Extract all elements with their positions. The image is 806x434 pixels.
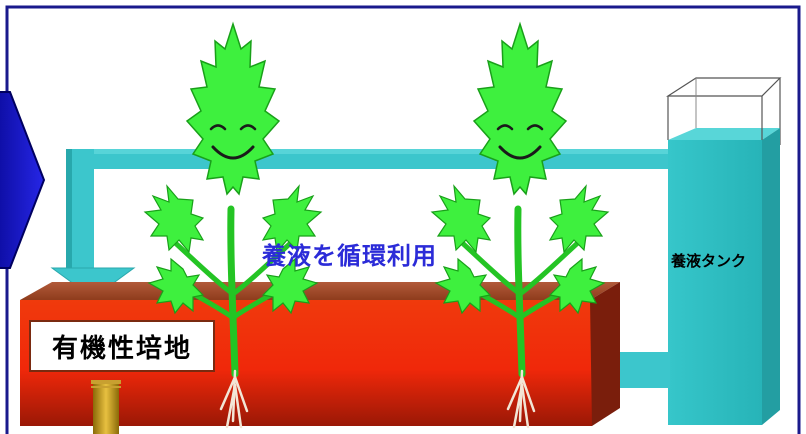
medium-label: 有機性培地 (51, 333, 192, 364)
drain-pipe-icon (91, 380, 121, 434)
medium-label-box: 有機性培地 (29, 320, 215, 372)
tank-label: 養液タンク (671, 252, 747, 270)
left-arrow-navigation-arrow-icon (0, 91, 46, 269)
nutrient-tank (665, 77, 782, 425)
circulation-label: 養液を循環利用 (262, 242, 437, 270)
